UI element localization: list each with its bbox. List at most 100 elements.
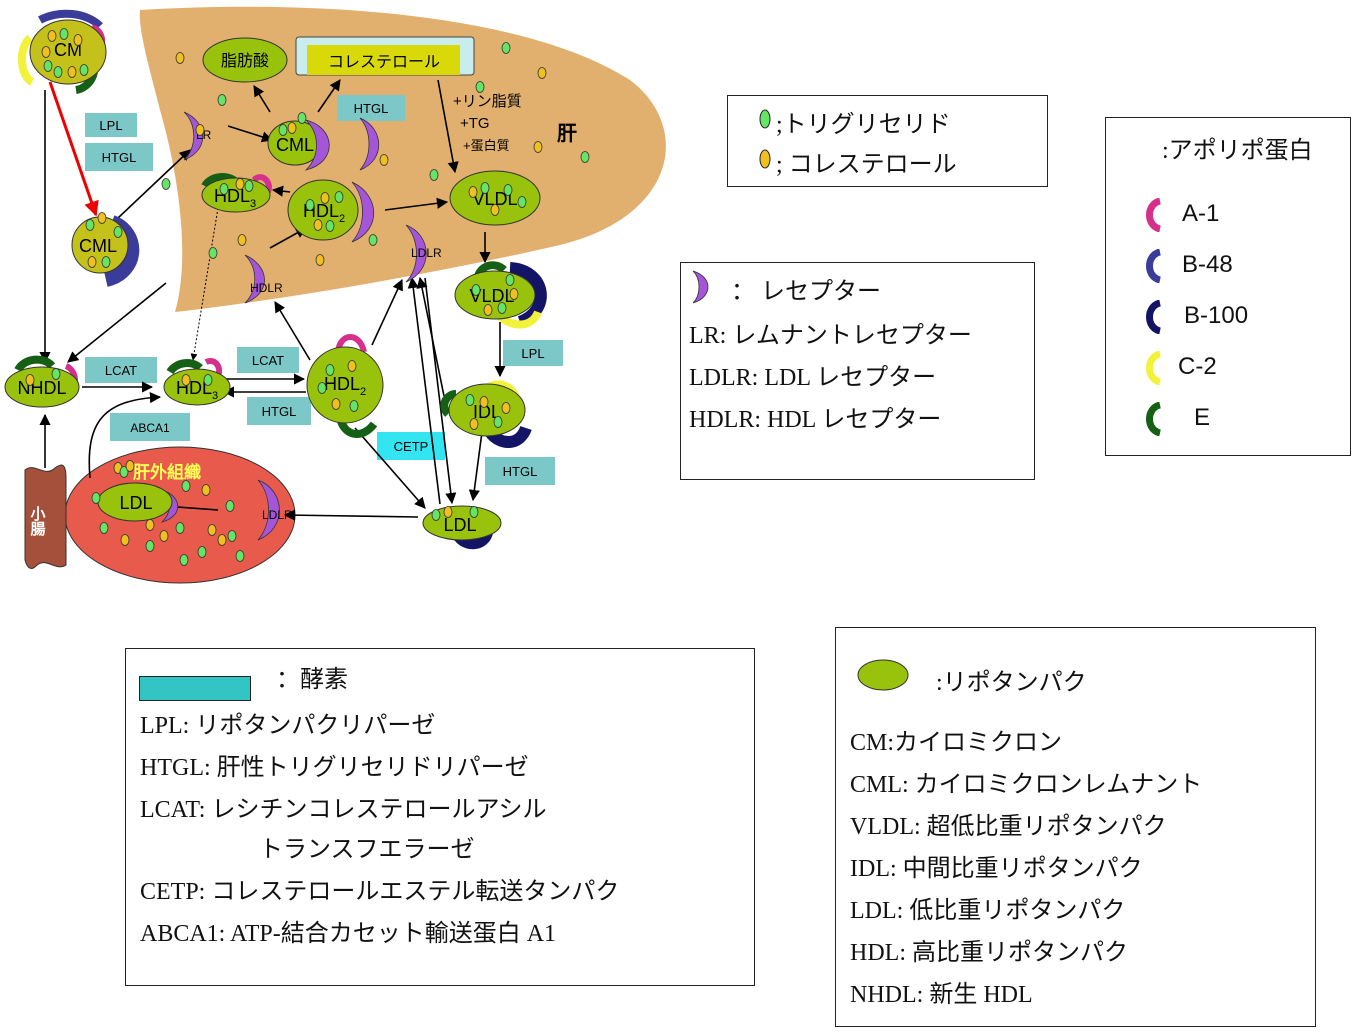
tg-dot — [43, 60, 53, 72]
cholesterol-dot — [159, 530, 169, 542]
cholesterol-dot — [313, 219, 323, 231]
legend-enzyme-line-2: HTGL: 肝性トリグリセリドリパーゼ — [140, 755, 529, 781]
vldl-label: VLDL — [469, 286, 514, 306]
enzyme-htgl-4-label: HTGL — [503, 464, 538, 479]
receptor-hdlr — [244, 254, 265, 304]
cholesterol-dot — [175, 52, 185, 64]
tg-dot — [501, 42, 511, 54]
small-intestine-label-1: 小腸 — [29, 506, 46, 537]
cholesterol-dot — [469, 418, 479, 430]
cholesterol-icon — [759, 149, 771, 169]
cholesterol-dot — [207, 524, 217, 536]
tg-dot — [51, 368, 61, 380]
tg-dot — [227, 530, 237, 542]
legend-enzyme-line-5: CETP: コレステロールエステル転送タンパク — [140, 879, 620, 905]
cholesterol-dot — [97, 212, 107, 224]
legend-enzyme-line-3: LCAT: レシチンコレステロールアシル — [140, 797, 547, 823]
tg-dot — [208, 247, 218, 259]
tg-dot — [179, 554, 189, 566]
cholesterol-dot — [479, 396, 489, 408]
apo-label: B-100 — [1184, 302, 1249, 329]
tg-label: +TG — [460, 115, 490, 132]
tg-dot — [244, 180, 254, 192]
cholesterol-dot — [235, 178, 245, 190]
legend-lipoprotein-line-6: HDL: 高比重リポタンパク — [850, 940, 1128, 966]
cholesterol-dot — [181, 374, 191, 386]
liver-region — [139, 6, 666, 312]
enzyme-htgl-1 — [85, 143, 153, 171]
tg-dot — [469, 506, 479, 518]
tg-dot — [317, 382, 327, 394]
enzyme-lpl-2-label: LPL — [521, 346, 544, 361]
idl-label: IDL — [473, 402, 501, 422]
legend-lipoprotein-line-5: LDL: 低比重リポタンパク — [850, 898, 1126, 924]
apo-c-2-icon — [1146, 351, 1162, 385]
cholesterol-dot — [41, 46, 51, 58]
tg-dot — [161, 178, 171, 190]
apo-hdl3b-e — [166, 359, 203, 375]
legend-lipoprotein-line-4: IDL: 中間比重リポタンパク — [850, 856, 1143, 882]
apo-nhdl-e — [14, 355, 56, 373]
enzyme-htgl-3 — [247, 397, 311, 425]
particle-vldl — [454, 270, 536, 320]
apo-cm-c2 — [18, 34, 35, 86]
legend-apo-title: :アポリポ蛋白 — [1162, 138, 1313, 164]
particle-vldl-liver — [449, 170, 541, 226]
enzyme-lcat-2 — [237, 347, 299, 373]
receptors — [160, 111, 427, 541]
enzyme-lcat-1-label: LCAT — [105, 363, 137, 378]
cholesterol-dot — [490, 204, 500, 216]
cholesterol-dot — [468, 186, 478, 198]
tg-dot — [91, 492, 101, 504]
legend-enzyme-title: ：酵素 — [276, 667, 348, 693]
cm-label: CM — [54, 40, 82, 60]
apo-label: C-2 — [1178, 353, 1217, 380]
particle-hdl2 — [306, 346, 384, 424]
tg-dot — [53, 66, 63, 78]
enzyme-swatch-icon — [139, 676, 251, 701]
cholesterol-dot — [25, 374, 35, 386]
tg-dot — [325, 364, 335, 376]
enzyme-htgl-3-label: HTGL — [262, 404, 297, 419]
legend-lipoproteins: :リポタンパク CM:カイロミクロン CML: カイロミクロンレムナント VLD… — [835, 627, 1316, 1027]
cholesterol-dot — [331, 398, 341, 410]
cholesterol-dot — [195, 124, 205, 136]
cholesterol-dot — [315, 254, 325, 266]
tg-dot — [493, 416, 503, 428]
protein-label: +蛋白質 — [463, 138, 510, 153]
legend-lipoprotein-line-7: NHDL: 新生 HDL — [850, 982, 1033, 1008]
tg-dot — [79, 64, 89, 76]
enzyme-lpl-2 — [503, 340, 563, 366]
cholesterol-dot — [443, 506, 453, 518]
tg-dot — [431, 509, 441, 521]
apo-b-48-icon — [1146, 249, 1162, 283]
phospholipid-label: +リン脂質 — [453, 92, 522, 110]
tg-dot — [349, 400, 359, 412]
apo-label: E — [1194, 404, 1211, 431]
tg-dot — [480, 182, 490, 194]
lipid-dots — [25, 28, 590, 566]
particle-ldl — [422, 505, 502, 541]
enzyme-abca1-label: ABCA1 — [130, 421, 170, 435]
apo-label: B-48 — [1182, 251, 1233, 278]
receptor-lr — [183, 111, 204, 161]
fatty-acid-label: 脂肪酸 — [221, 52, 269, 70]
enzyme-htgl-2-label: HTGL — [354, 101, 389, 116]
tg-dot — [113, 226, 123, 238]
enzyme-lcat-2-label: LCAT — [252, 353, 284, 368]
receptor-icon — [692, 270, 709, 304]
legend-tg-text: ;トリグリセリド — [776, 112, 951, 138]
tg-dot — [217, 94, 227, 106]
cholesterol-label: コレステロール — [328, 54, 440, 71]
tg-dot — [334, 191, 344, 203]
particle-hdl3 — [163, 368, 231, 406]
tg-dot — [503, 184, 513, 196]
tg-dot — [429, 169, 439, 181]
legend-receptor-line-1: LR: レムナントレセプター — [689, 323, 972, 349]
tg-dot — [203, 374, 213, 386]
small-intestine — [24, 464, 67, 569]
enzyme-boxes — [85, 95, 563, 485]
tg-dot — [181, 480, 191, 492]
tg-dot — [219, 183, 229, 195]
